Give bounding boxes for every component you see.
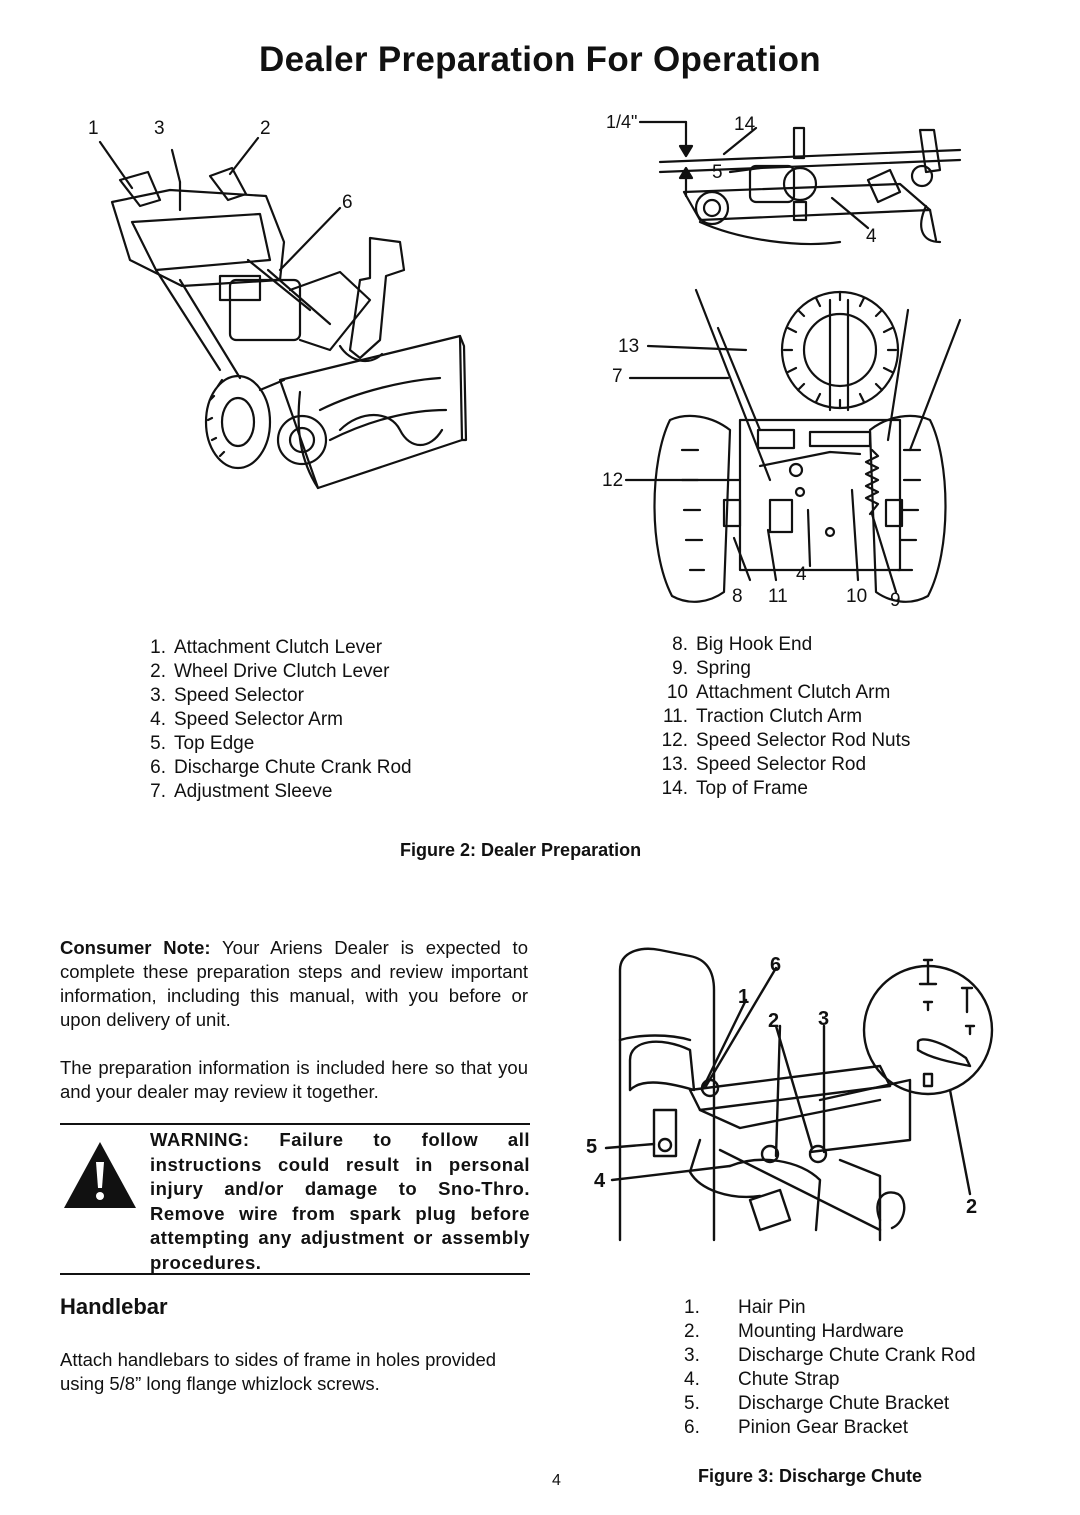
legend-item: 12.Speed Selector Rod Nuts	[661, 730, 911, 751]
chute-callout-5: 5	[586, 1136, 598, 1158]
page-number: 4	[552, 1472, 561, 1489]
warning-bottom-rule	[60, 1273, 530, 1275]
legend-item: 9.Spring	[672, 658, 751, 679]
legend-item: 6.Pinion Gear Bracket	[684, 1417, 909, 1438]
preparation-note: The preparation information is included …	[60, 1057, 528, 1102]
callout-14: 14	[734, 114, 756, 135]
legend-item: 2.Wheel Drive Clutch Lever	[150, 661, 390, 682]
legend-item: 1.Attachment Clutch Lever	[150, 637, 383, 658]
handlebar-text: Attach handlebars to sides of frame in h…	[60, 1349, 497, 1394]
callout-13: 13	[618, 336, 640, 357]
consumer-note-label: Consumer Note:	[60, 937, 211, 958]
consumer-note: Consumer Note: Your Ariens Dealer is exp…	[60, 936, 528, 1032]
chute-callout-3: 3	[818, 1008, 830, 1030]
discharge-chute-illustration: 6 1 2 3 5 4 2	[580, 940, 1000, 1250]
callout-2: 2	[260, 118, 271, 139]
figure2-legend-left: 1.Attachment Clutch Lever 2.Wheel Drive …	[136, 636, 412, 804]
callout-5: 5	[712, 162, 723, 183]
callout-4b: 4	[796, 564, 807, 585]
legend-item: 7.Adjustment Sleeve	[150, 781, 333, 802]
figure2-caption: Figure 2: Dealer Preparation	[400, 840, 642, 860]
callout-11: 11	[768, 586, 788, 607]
callout-4: 4	[866, 226, 877, 247]
callout-1: 1	[88, 118, 99, 139]
callout-9: 9	[890, 590, 901, 611]
snowthrower-illustration: 1 3 2 6	[70, 110, 490, 530]
chute-callout-4: 4	[594, 1170, 606, 1192]
legend-item: 2.Mounting Hardware	[684, 1321, 904, 1342]
page-title: Dealer Preparation For Operation	[259, 40, 821, 79]
legend-item: 14.Top of Frame	[661, 778, 808, 799]
figure3-legend: 1.Hair Pin 2.Mounting Hardware 3.Dischar…	[684, 1296, 976, 1440]
handlebar-heading: Handlebar	[60, 1294, 168, 1319]
chute-callout-2: 2	[768, 1010, 780, 1032]
callout-6: 6	[342, 192, 353, 213]
legend-item: 8.Big Hook End	[672, 634, 813, 655]
legend-item: 4.Chute Strap	[684, 1369, 840, 1390]
callout-10: 10	[846, 586, 868, 607]
callout-7: 7	[612, 366, 623, 387]
chute-callout-1: 1	[738, 986, 750, 1008]
chute-callout-2b: 2	[966, 1196, 978, 1218]
legend-item: 4.Speed Selector Arm	[150, 709, 343, 730]
callout-3: 3	[154, 118, 165, 139]
legend-item: 6.Discharge Chute Crank Rod	[150, 757, 412, 778]
rear-view-illustration: 13 7 12 8 11 4 10 9	[600, 280, 1000, 620]
legend-item: 3.Speed Selector	[150, 685, 304, 706]
legend-item: 5.Top Edge	[150, 733, 255, 754]
warning-text: WARNING: Failure to follow all instructi…	[150, 1129, 530, 1273]
legend-item: 11.Traction Clutch Arm	[662, 706, 863, 727]
warning-triangle-icon	[62, 1140, 138, 1210]
legend-item: 5.Discharge Chute Bracket	[684, 1393, 950, 1414]
callout-8: 8	[732, 586, 743, 607]
consumer-note-text: Your Ariens Dealer is expected to comple…	[60, 937, 528, 1030]
chute-callout-6: 6	[770, 954, 782, 976]
callout-quarter-inch: 1/4"	[606, 112, 638, 132]
legend-item: 13.Speed Selector Rod	[661, 754, 867, 775]
legend-item: 1.Hair Pin	[684, 1297, 806, 1318]
frame-detail-illustration: 1/4" 14 5 4	[600, 110, 990, 260]
legend-item: 3.Discharge Chute Crank Rod	[684, 1345, 976, 1366]
callout-12: 12	[602, 470, 624, 491]
warning-top-rule	[60, 1123, 530, 1125]
figure3-caption: Figure 3: Discharge Chute	[698, 1466, 923, 1486]
